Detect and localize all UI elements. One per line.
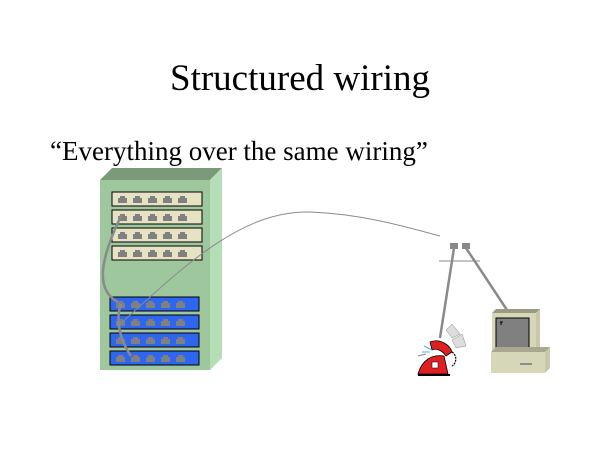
switch-port (146, 319, 155, 326)
switch-port (176, 337, 185, 344)
switch-group (109, 296, 200, 366)
switch-port (116, 355, 125, 362)
patch-panel-port (118, 250, 127, 257)
patch-cable-2 (117, 303, 133, 357)
switch-port (146, 337, 155, 344)
patch-panel-port (178, 214, 187, 221)
patch-panel-port (148, 232, 157, 239)
patch-panel-port (148, 214, 157, 221)
patch-panel-port (133, 214, 142, 221)
pc-cable (464, 247, 509, 311)
patch-cable (101, 215, 123, 304)
switch-port (131, 319, 140, 326)
patch-panel-port (133, 250, 142, 257)
switch-port (146, 301, 155, 308)
patch-panel-port (163, 214, 172, 221)
switch-port (131, 355, 140, 362)
patch-panel-port (118, 196, 127, 203)
patch-panel-port (178, 232, 187, 239)
switch-port (176, 301, 185, 308)
switch-port (176, 319, 185, 326)
outlet-jack-1 (450, 243, 458, 249)
switch-port (161, 319, 170, 326)
slide-subtitle: “Everything over the same wiring” (50, 136, 428, 166)
telephone-icon (417, 323, 467, 376)
phone-cable (438, 247, 456, 339)
patch-panel-port (163, 232, 172, 239)
switch-port (131, 301, 140, 308)
patch-panel-port (118, 232, 127, 239)
patch-panel-port (133, 232, 142, 239)
patch-panel-port (148, 250, 157, 257)
switch-port (161, 337, 170, 344)
patch-panel-port (163, 196, 172, 203)
patch-panel-port (148, 196, 157, 203)
switch-port (176, 355, 185, 362)
patch-panel-port (163, 250, 172, 257)
patch-panel-port (178, 196, 187, 203)
horizontal-cable (117, 211, 441, 327)
patch-panel-group (111, 191, 203, 261)
patch-panel-port (178, 250, 187, 257)
rack-side (210, 168, 222, 370)
slide-title: Structured wiring (170, 58, 430, 99)
rack-top (100, 168, 222, 180)
switch-port (161, 355, 170, 362)
outlet-jack-2 (462, 243, 470, 249)
switch-port (146, 355, 155, 362)
switch-port (161, 301, 170, 308)
switch-port (131, 337, 140, 344)
computer-icon (491, 309, 550, 373)
patch-panel-port (133, 196, 142, 203)
